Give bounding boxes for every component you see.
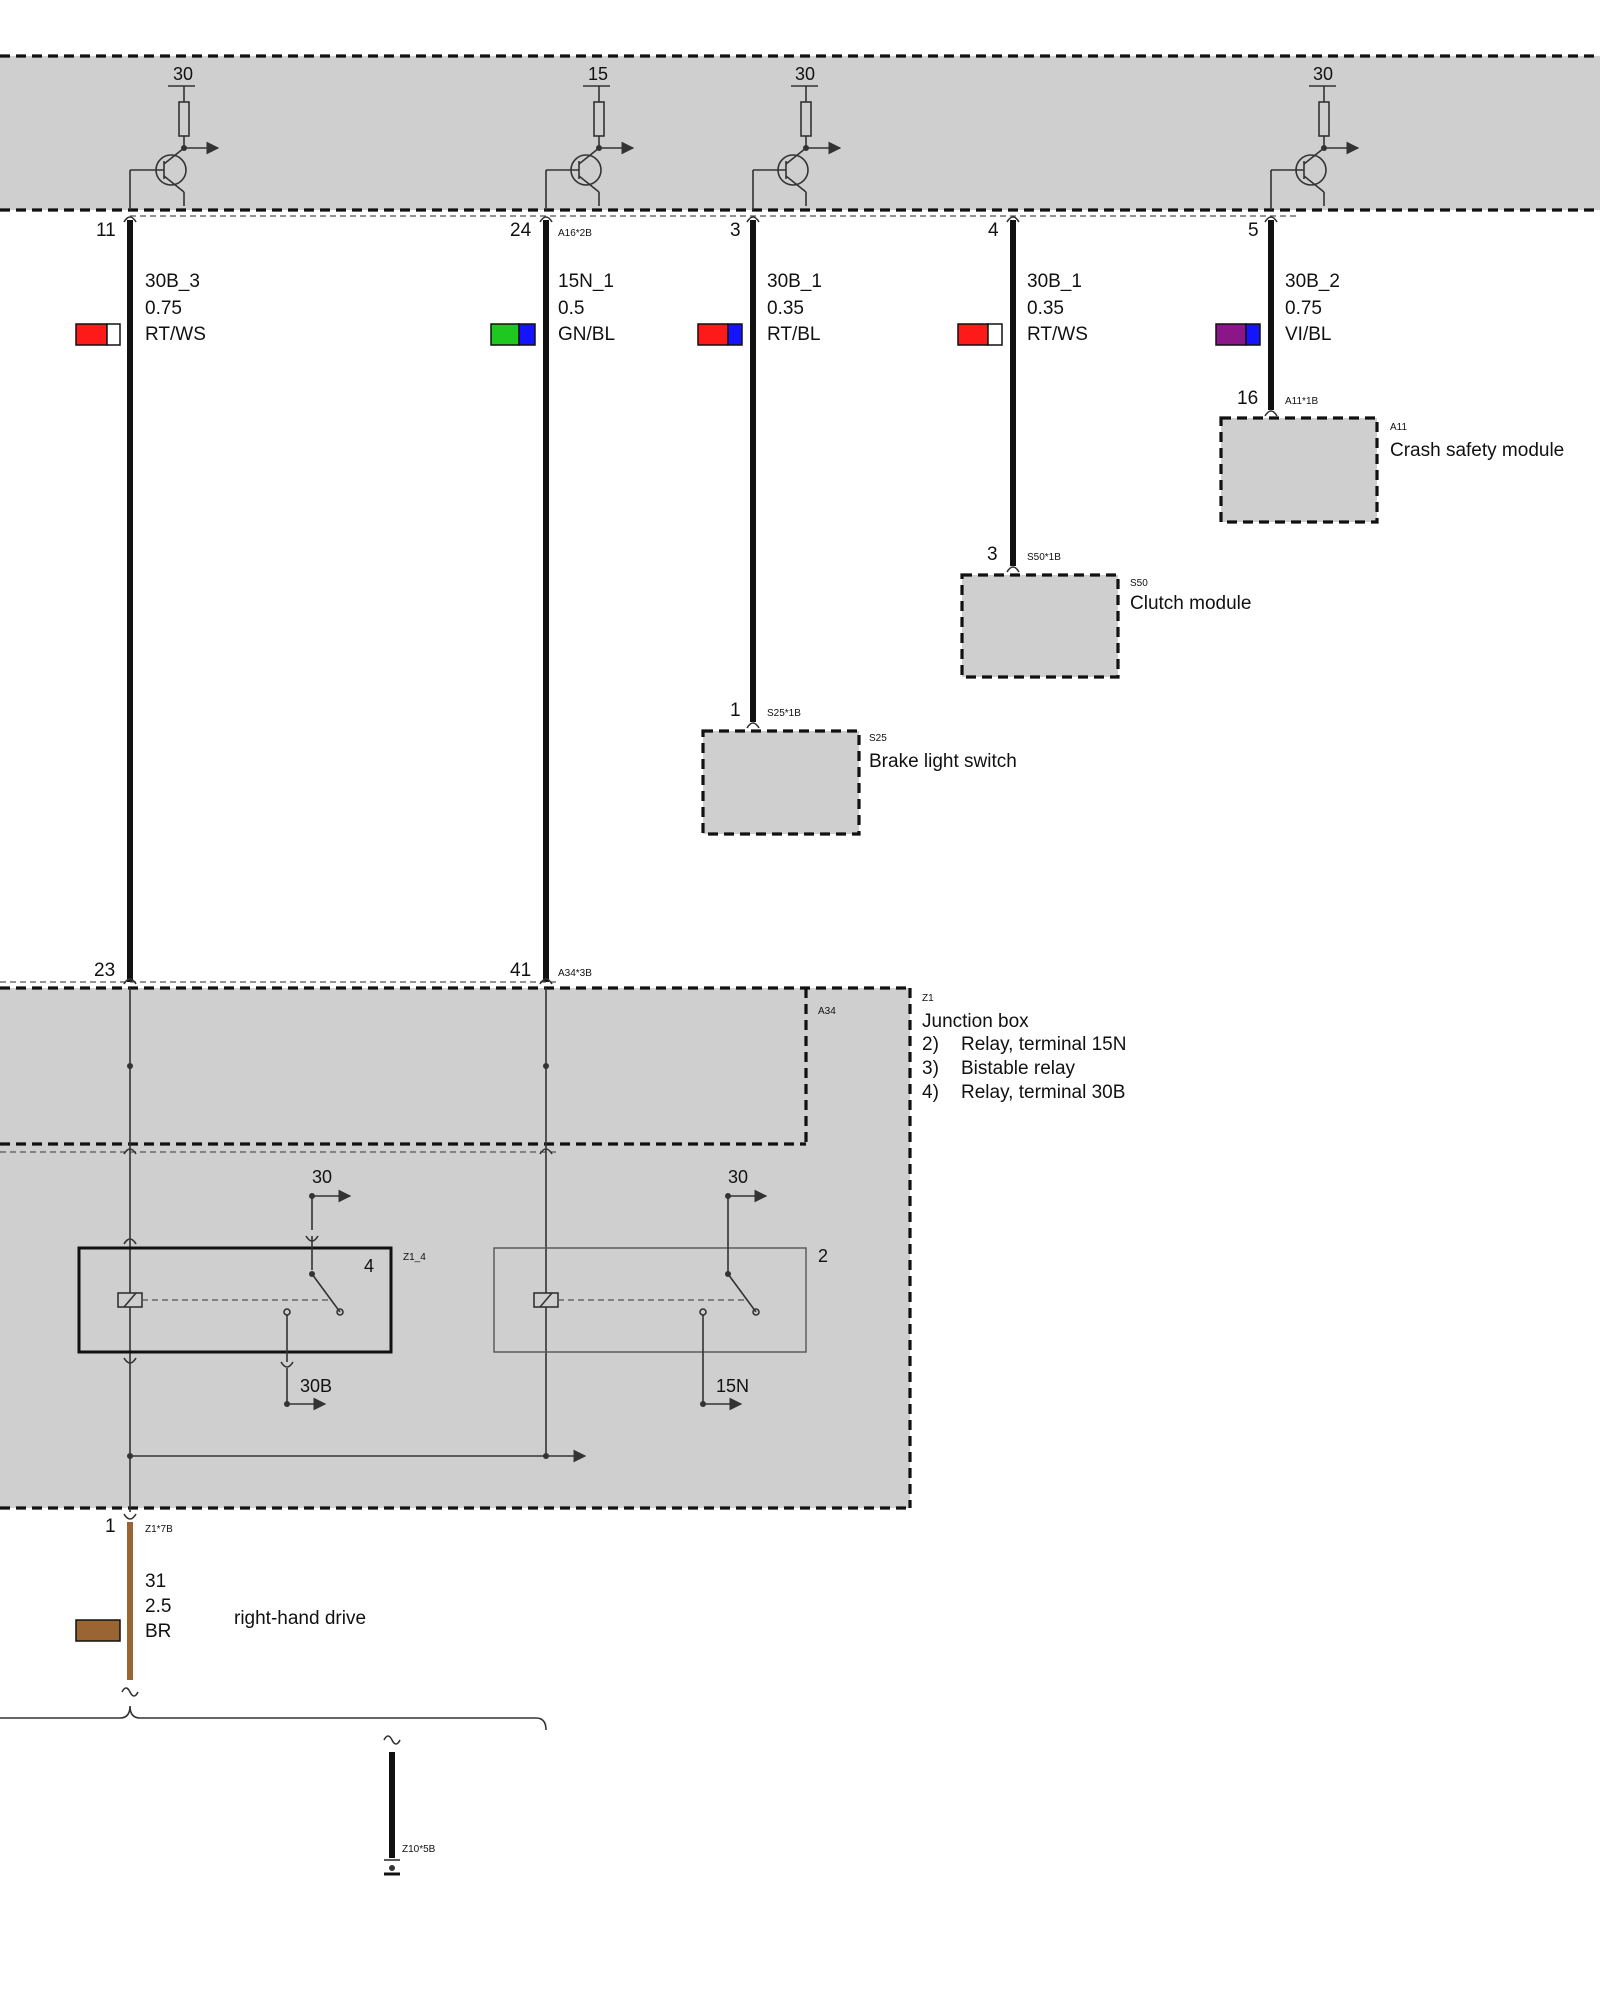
note-text: Relay, terminal 15N bbox=[961, 1034, 1126, 1055]
circuit-label: 30B_2 bbox=[1285, 271, 1340, 292]
pin-label: 1 bbox=[105, 1516, 116, 1537]
color-swatch-primary bbox=[957, 323, 989, 346]
supply-label: 30 bbox=[728, 1167, 748, 1187]
relay-number: 2 bbox=[818, 1246, 828, 1266]
output-label: 15N bbox=[716, 1376, 749, 1396]
crash-safety-module[interactable]: 16 A11*1B A11 Crash safety module bbox=[1219, 388, 1564, 524]
component-id: S50 bbox=[1130, 578, 1148, 589]
connector-label: S50*1B bbox=[1027, 552, 1061, 563]
wire-color-label: VI/BL bbox=[1285, 324, 1331, 345]
wire-color-label: BR bbox=[145, 1621, 171, 1642]
color-swatch-primary bbox=[75, 1619, 121, 1642]
component-id: A11 bbox=[1390, 422, 1407, 433]
note-number: 4) bbox=[922, 1082, 939, 1103]
pin-label: 3 bbox=[730, 220, 741, 241]
color-swatch-secondary bbox=[518, 323, 536, 346]
color-swatch-primary bbox=[1215, 323, 1247, 346]
relay-terminal-15N[interactable]: 30 15N 2 bbox=[493, 1167, 828, 1411]
circuit-label: 30B_1 bbox=[767, 271, 822, 292]
note-text: Relay, terminal 30B bbox=[961, 1082, 1125, 1103]
connector-label: Z10*5B bbox=[402, 1844, 436, 1855]
supply-label: 30 bbox=[312, 1167, 332, 1187]
wire-size-label: 0.75 bbox=[1285, 298, 1322, 319]
wire-label-2: 15N_1 0.5 GN/BL bbox=[490, 271, 615, 346]
brake-light-switch[interactable]: 1 S25*1B S25 Brake light switch bbox=[701, 700, 1017, 836]
wire-size-label: 0.35 bbox=[767, 298, 804, 319]
pin-label: 24 bbox=[510, 220, 532, 241]
inner-module-id: A34 bbox=[818, 1006, 836, 1017]
connector-label: S25*1B bbox=[767, 708, 801, 719]
note-text: Bistable relay bbox=[961, 1058, 1076, 1079]
pin-label: 16 bbox=[1237, 388, 1258, 409]
top-control-module bbox=[0, 54, 1600, 217]
wire-label-1: 30B_3 0.75 RT/WS bbox=[75, 271, 206, 346]
connector-label: Z1*7B bbox=[145, 1524, 173, 1535]
clutch-module[interactable]: 3 S50*1B S50 Clutch module bbox=[960, 544, 1251, 679]
circuit-label: 31 bbox=[145, 1571, 166, 1592]
transistor-output-4: 30 bbox=[1270, 64, 1360, 210]
variant-note: right-hand drive bbox=[234, 1608, 366, 1629]
component-id: Z1 bbox=[922, 993, 934, 1004]
component-name: Crash safety module bbox=[1390, 440, 1564, 461]
color-swatch-secondary bbox=[727, 323, 743, 346]
wire-size-label: 0.75 bbox=[145, 298, 182, 319]
wire-label-5: 30B_2 0.75 VI/BL bbox=[1215, 271, 1340, 346]
pin-label: 4 bbox=[988, 220, 999, 241]
circuit-label: 30B_3 bbox=[145, 271, 200, 292]
color-swatch-primary bbox=[697, 323, 729, 346]
pin-label: 3 bbox=[987, 544, 998, 565]
supply-label: 30 bbox=[173, 64, 193, 84]
pin-label: 11 bbox=[96, 220, 116, 241]
color-swatch-primary bbox=[490, 323, 520, 346]
note-number: 2) bbox=[922, 1034, 939, 1055]
transistor-output-1: 30 bbox=[129, 64, 220, 210]
transistor-output-2: 15 bbox=[545, 64, 635, 210]
circuit-label: 30B_1 bbox=[1027, 271, 1082, 292]
transistor-output-3: 30 bbox=[752, 64, 842, 210]
pin-label: 5 bbox=[1248, 220, 1259, 241]
relay-id: Z1_4 bbox=[403, 1252, 426, 1263]
pin-label: 1 bbox=[730, 700, 741, 721]
output-label: 30B bbox=[300, 1376, 332, 1396]
connector-label: A34*3B bbox=[558, 968, 592, 979]
wire-color-label: RT/WS bbox=[145, 324, 206, 345]
wire-color-label: GN/BL bbox=[558, 324, 615, 345]
wire-color-label: RT/WS bbox=[1027, 324, 1088, 345]
component-id: S25 bbox=[869, 733, 887, 744]
supply-label: 30 bbox=[1313, 64, 1333, 84]
wire-size-label: 0.5 bbox=[558, 298, 584, 319]
junction-box[interactable]: A34 Z1 Junction box 2) Relay, terminal 1… bbox=[0, 960, 1126, 1512]
pin-label: 23 bbox=[94, 960, 115, 981]
pin-label: 41 bbox=[510, 960, 531, 981]
component-name: Junction box bbox=[922, 1011, 1029, 1032]
wire-color-label: RT/BL bbox=[767, 324, 821, 345]
note-number: 3) bbox=[922, 1058, 939, 1079]
circuit-label: 15N_1 bbox=[558, 271, 614, 292]
supply-label: 15 bbox=[588, 64, 608, 84]
connector-label: A16*2B bbox=[558, 228, 592, 239]
wire-size-label: 0.35 bbox=[1027, 298, 1064, 319]
supply-label: 30 bbox=[795, 64, 815, 84]
wire-label-4: 30B_1 0.35 RT/WS bbox=[957, 271, 1088, 346]
component-name: Brake light switch bbox=[869, 751, 1017, 772]
relay-terminal-30B[interactable]: 30 30B 4 Z1_4 bbox=[77, 1167, 426, 1411]
wire-label-3: 30B_1 0.35 RT/BL bbox=[697, 271, 822, 346]
connector-label: A11*1B bbox=[1285, 396, 1319, 407]
color-swatch-primary bbox=[75, 323, 108, 346]
color-swatch-secondary bbox=[1245, 323, 1261, 346]
color-swatch-secondary bbox=[987, 323, 1003, 346]
component-name: Clutch module bbox=[1130, 593, 1251, 614]
relay-number: 4 bbox=[364, 1256, 374, 1276]
wire-size-label: 2.5 bbox=[145, 1596, 171, 1617]
pin-hooks-top bbox=[123, 216, 1278, 223]
color-swatch-secondary bbox=[106, 323, 121, 346]
ground-section: 1 Z1*7B 31 2.5 BR right-hand drive Z10*5… bbox=[0, 1513, 547, 1876]
